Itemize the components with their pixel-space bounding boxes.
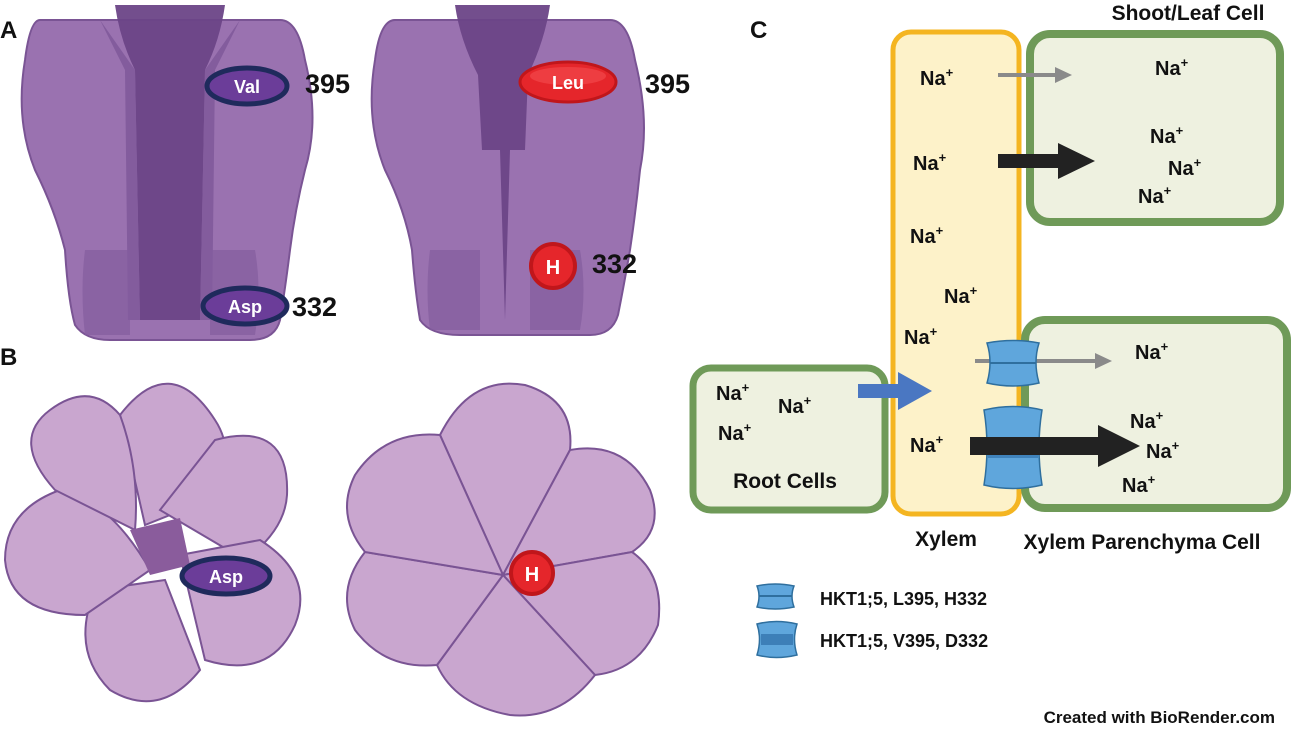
ion-parenchyma-2: Na+ [1130,408,1164,433]
hkt-channel-small [986,339,1040,387]
shoot-leaf-cell [1026,30,1284,226]
shoot-leaf-cell-label: Shoot/Leaf Cell [1112,2,1265,25]
ion-parenchyma-1: Na+ [1135,339,1169,364]
residue-badge-leu: Leu [518,60,618,104]
residue-label-leu: Leu [552,73,584,93]
ion-parenchyma-3: Na+ [1146,438,1180,463]
ion-shoot-4: Na+ [1138,183,1172,208]
residue-label-h-side: H [546,257,560,279]
channel-top-view-left [3,382,302,703]
arrow-head-parenchyma-small [1095,353,1112,369]
residue-label-asp-side: Asp [228,297,262,317]
ion-root-3: Na+ [718,420,752,445]
ion-parenchyma-4: Na+ [1122,472,1156,497]
residue-label-h-top: H [525,564,539,586]
residue-badge-asp-side: Asp [200,285,290,327]
panel-label-a: A [0,17,17,44]
position-label-332-right: 332 [592,249,637,279]
credit-text: Created with BioRender.com [1044,708,1275,726]
ion-xylem-6: Na+ [910,432,944,457]
position-label-395-left: 395 [305,69,350,99]
position-label-332-left: 332 [292,292,337,322]
ion-xylem-1: Na+ [920,65,954,90]
arrow-head-shoot-large [1058,143,1095,179]
sodium-ions: Na+ Na+ Na+ Na+ Na+ Na+ Na+ Na+ Na+ Na+ … [716,55,1202,497]
residue-badge-asp-top: Asp [179,555,273,597]
ion-xylem-2: Na+ [913,150,947,175]
panel-label-c: C [750,17,767,44]
ion-shoot-1: Na+ [1155,55,1189,80]
position-label-395-right: 395 [645,69,690,99]
hkt-channel-small-icon [755,583,796,610]
legend-label-1: HKT1;5, L395, H332 [820,589,987,609]
channel-top-view-right [346,382,661,717]
legend: HKT1;5, L395, H332 HKT1;5, V395, D332 [755,583,988,659]
channel-side-view-right [370,5,645,336]
arrow-root-to-xylem [858,384,900,398]
panel-label-b: B [0,344,17,371]
ion-shoot-3: Na+ [1168,155,1202,180]
ion-xylem-3: Na+ [910,223,944,248]
residue-badge-h-side: H [529,242,577,290]
residue-label-asp-top: Asp [209,567,243,587]
root-cells-label: Root Cells [733,470,837,493]
root-cells [689,364,889,514]
arrow-xylem-to-parenchyma-large [970,437,1100,455]
xylem-label: Xylem [915,528,977,551]
legend-label-2: HKT1;5, V395, D332 [820,631,988,651]
transport-arrows [858,67,1112,410]
xylem-parenchyma-cell-label: Xylem Parenchyma Cell [1024,531,1261,554]
residue-label-val: Val [234,77,260,97]
ion-xylem-4: Na+ [944,283,978,308]
arrow-head-shoot-small [1055,67,1072,83]
residue-badge-val: Val [204,65,290,107]
residue-badge-h-top: H [509,550,555,596]
arrow-xylem-to-shoot-large [998,154,1060,168]
ion-root-2: Na+ [778,393,812,418]
arrow-head-root-to-xylem [898,372,932,410]
ion-root-1: Na+ [716,380,750,405]
arrow-head-parenchyma-large [1098,425,1140,467]
hkt-channel-large-icon [756,620,798,659]
ion-xylem-5: Na+ [904,324,938,349]
ion-shoot-2: Na+ [1150,123,1184,148]
